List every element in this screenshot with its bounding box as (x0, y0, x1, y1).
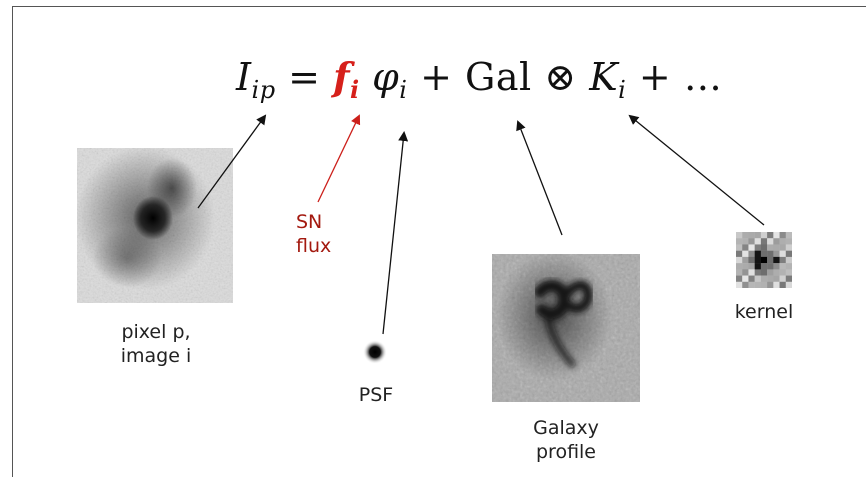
kernel-label: kernel (722, 300, 806, 324)
galaxy-profile-image (492, 254, 640, 402)
kernel-image (736, 232, 792, 288)
kernel-label-text: kernel (734, 301, 794, 323)
eq-kernel: K (589, 55, 619, 99)
sn-flux-label: SN flux (296, 210, 331, 258)
scene-model-equation: Iip = fi φi + Gal ⊗ Ki + … (236, 54, 722, 104)
pixel-label: pixel p, image i (98, 320, 214, 368)
eq-intensity-sub: ip (251, 76, 276, 104)
eq-intensity: I (236, 55, 252, 99)
sn-flux-label-line1: SN (296, 211, 323, 233)
eq-kernel-sub: i (618, 76, 627, 104)
eq-gal: Gal (465, 55, 532, 99)
eq-plus-1: + (420, 55, 453, 99)
psf-image (363, 340, 387, 364)
galaxy-profile-label: Galaxy profile (516, 416, 616, 464)
arrow-galaxy (516, 120, 563, 236)
arrow-sn-flux (317, 114, 361, 203)
eq-plus-2: + (638, 55, 672, 99)
pixel-label-line1: pixel p, (121, 321, 191, 343)
pixel-label-line2: image i (120, 345, 192, 367)
psf-label: PSF (352, 383, 400, 407)
slide-frame (12, 6, 866, 477)
eq-convolve: ⊗ (544, 55, 577, 99)
pixel-image (77, 148, 233, 303)
eq-ellipsis: … (683, 55, 723, 99)
eq-psf: φ (372, 55, 400, 99)
eq-flux: fi (333, 54, 360, 104)
psf-label-text: PSF (358, 384, 394, 406)
arrow-kernel (628, 114, 765, 226)
eq-psf-sub: i (399, 76, 408, 104)
arrow-pixel-to-intensity (197, 114, 267, 209)
eq-equals: = (288, 55, 321, 99)
galaxy-label-line2: profile (535, 441, 596, 463)
sn-flux-label-line2: flux (296, 235, 332, 257)
arrow-psf (382, 131, 409, 335)
eq-flux-sub: i (349, 75, 360, 104)
galaxy-label-line1: Galaxy (533, 417, 599, 439)
